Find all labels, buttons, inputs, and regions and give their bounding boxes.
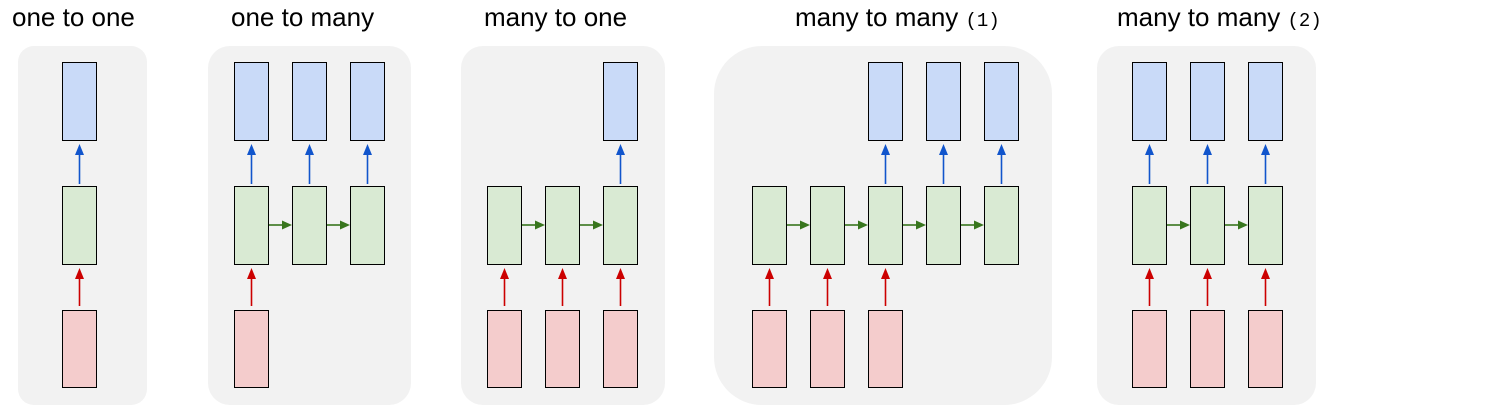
output-arrow (363, 144, 372, 184)
hidden-box (1132, 186, 1167, 265)
recurrent-arrow (1225, 220, 1248, 230)
output-arrow (75, 144, 84, 184)
input-arrow (765, 268, 774, 306)
hidden-box (603, 186, 638, 265)
recurrent-arrow (522, 220, 545, 230)
output-arrow (1203, 144, 1212, 184)
input-arrow (881, 268, 890, 306)
input-box (1248, 310, 1283, 388)
input-arrow (1145, 268, 1154, 306)
input-box (234, 310, 269, 388)
hidden-box (752, 186, 787, 265)
input-box (487, 310, 522, 388)
input-arrow (1261, 268, 1270, 306)
diagram-title-one-to-many: one to many (231, 2, 375, 32)
diagram-title-one-to-one: one to one (12, 2, 135, 32)
recurrent-arrow (269, 220, 292, 230)
diagram-title-many-to-many-1: many to many (1) (795, 2, 1000, 32)
output-arrow (616, 144, 625, 184)
input-arrow (500, 268, 509, 306)
hidden-box (350, 186, 385, 265)
output-box (1248, 62, 1283, 141)
recurrent-arrow (787, 220, 810, 230)
output-box (984, 62, 1019, 141)
hidden-box (810, 186, 845, 265)
output-box (1132, 62, 1167, 141)
output-box (1190, 62, 1225, 141)
output-arrow (881, 144, 890, 184)
input-box (62, 310, 97, 388)
hidden-box (1248, 186, 1283, 265)
output-box (234, 62, 269, 141)
output-arrow (997, 144, 1006, 184)
hidden-box (868, 186, 903, 265)
input-box (545, 310, 580, 388)
input-box (1132, 310, 1167, 388)
hidden-box (234, 186, 269, 265)
output-box (350, 62, 385, 141)
hidden-box (545, 186, 580, 265)
output-box (926, 62, 961, 141)
hidden-box (292, 186, 327, 265)
output-arrow (305, 144, 314, 184)
output-arrow (1145, 144, 1154, 184)
input-box (752, 310, 787, 388)
input-arrow (247, 268, 256, 306)
output-box (62, 62, 97, 141)
input-arrow (75, 268, 84, 306)
title-suffix: (1) (965, 10, 1000, 32)
input-arrow (1203, 268, 1212, 306)
recurrent-arrow (580, 220, 603, 230)
hidden-box (984, 186, 1019, 265)
hidden-box (62, 186, 97, 265)
diagram-title-many-to-one: many to one (484, 2, 628, 32)
input-box (1190, 310, 1225, 388)
recurrent-arrow (961, 220, 984, 230)
hidden-box (1190, 186, 1225, 265)
recurrent-arrow (1167, 220, 1190, 230)
output-arrow (939, 144, 948, 184)
output-arrow (1261, 144, 1270, 184)
input-arrow (823, 268, 832, 306)
input-box (603, 310, 638, 388)
hidden-box (926, 186, 961, 265)
diagram-title-many-to-many-2: many to many (2) (1117, 2, 1322, 32)
output-box (292, 62, 327, 141)
recurrent-arrow (327, 220, 350, 230)
output-arrow (247, 144, 256, 184)
input-arrow (558, 268, 567, 306)
output-box (603, 62, 638, 141)
input-arrow (616, 268, 625, 306)
input-box (810, 310, 845, 388)
recurrent-arrow (845, 220, 868, 230)
input-box (868, 310, 903, 388)
output-box (868, 62, 903, 141)
recurrent-arrow (903, 220, 926, 230)
hidden-box (487, 186, 522, 265)
title-suffix: (2) (1287, 10, 1322, 32)
